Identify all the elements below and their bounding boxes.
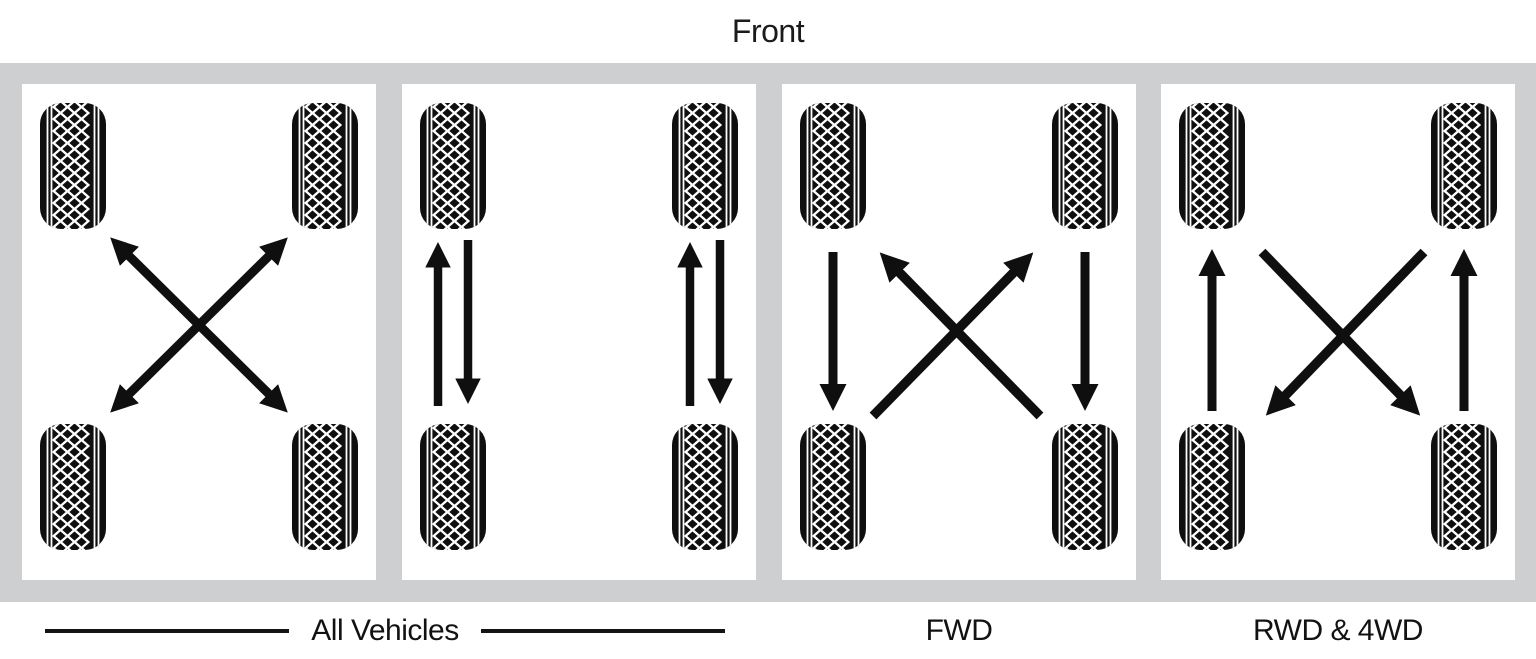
divider-line bbox=[45, 628, 290, 633]
diagram-band bbox=[0, 63, 1536, 602]
tire-icon bbox=[1179, 416, 1245, 566]
panel-fwd bbox=[782, 84, 1136, 580]
cross-rotation-arrow bbox=[110, 237, 288, 413]
tire-icon bbox=[292, 416, 358, 566]
diagonal-up-arrow bbox=[879, 252, 1044, 420]
tire-icon bbox=[1052, 95, 1118, 245]
tire-icon bbox=[800, 416, 866, 566]
diagonal-up-arrow bbox=[869, 252, 1034, 420]
tire-icon bbox=[800, 95, 866, 245]
front-label: Front bbox=[731, 12, 805, 49]
panel-all-vehicles-front-to-back bbox=[402, 84, 756, 580]
tire-icon bbox=[40, 95, 106, 245]
all-vehicles-label-group: All Vehicles bbox=[45, 602, 726, 659]
rotation-diagrams bbox=[22, 84, 1515, 580]
tire-icon bbox=[420, 95, 486, 245]
all-vehicles-label: All Vehicles bbox=[311, 613, 459, 647]
tire-icon bbox=[672, 416, 738, 566]
fwd-label: FWD bbox=[925, 613, 993, 647]
divider-line bbox=[480, 628, 726, 633]
tire-icon bbox=[292, 95, 358, 245]
tire-icon bbox=[1431, 416, 1497, 566]
legend-row: All Vehicles FWD RWD & 4WD bbox=[0, 602, 1536, 659]
diagonal-down-arrow bbox=[1258, 248, 1421, 416]
rwd-4wd-label: RWD & 4WD bbox=[1253, 613, 1423, 647]
diagonal-down-arrow bbox=[1265, 248, 1428, 416]
panel-all-vehicles-cross bbox=[22, 84, 376, 580]
tire-icon bbox=[672, 95, 738, 245]
tire-icon bbox=[420, 416, 486, 566]
tire-icon bbox=[1052, 416, 1118, 566]
tire-icon bbox=[40, 416, 106, 566]
panel-rwd-4wd bbox=[1161, 84, 1515, 580]
tire-icon bbox=[1431, 95, 1497, 245]
tire-icon bbox=[1179, 95, 1245, 245]
